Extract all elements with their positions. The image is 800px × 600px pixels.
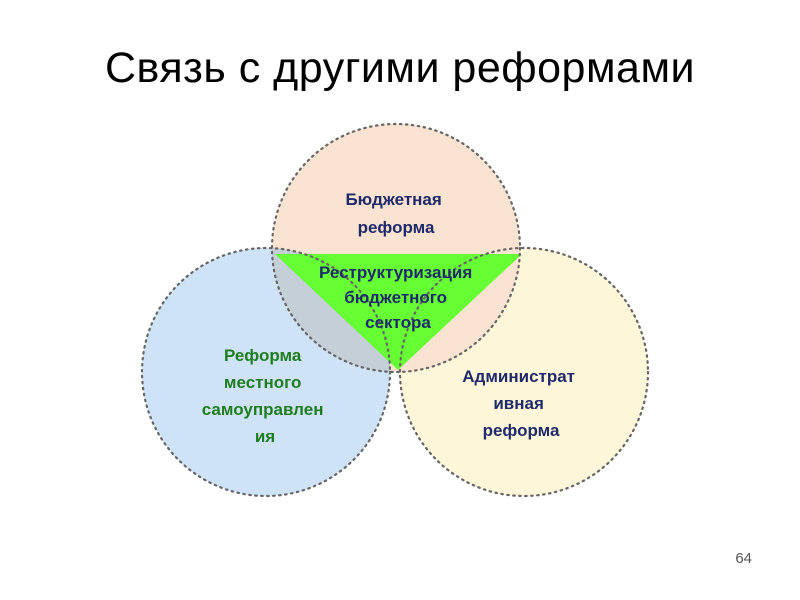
admin-reform-border	[398, 246, 650, 498]
local-government-label-line: ия	[255, 427, 275, 446]
restructuring-label-line: бюджетного	[344, 288, 447, 307]
local-budget-overlap	[272, 248, 390, 372]
slide-title: Связь с другими реформами	[104, 44, 696, 92]
local-government-border	[140, 246, 392, 498]
budget-reform-label-line: Бюджетная	[345, 190, 441, 209]
local-government-label-line: местного	[224, 373, 301, 392]
restructuring-label: Реструктуризация бюджетного сектора	[319, 263, 477, 332]
local-government-label-line: Реформа	[224, 346, 302, 365]
restructuring-label-line: сектора	[365, 313, 431, 332]
restructuring-triangle	[275, 254, 522, 370]
budget-reform-label: Бюджетная реформа	[345, 190, 446, 237]
page-number: 64	[735, 550, 752, 567]
restructuring-label-line: Реструктуризация	[319, 263, 472, 282]
budget-reform-label-line: реформа	[358, 218, 435, 237]
local-government-label: Реформа местного самоуправлен ия	[202, 346, 328, 446]
admin-reform-label-line: реформа	[483, 421, 560, 440]
admin-reform-label-line: Администрат	[462, 367, 575, 386]
local-government-label-line: самоуправлен	[202, 400, 324, 419]
admin-reform-label-line: ивная	[493, 394, 544, 413]
admin-reform-label: Администрат ивная реформа	[462, 367, 580, 440]
